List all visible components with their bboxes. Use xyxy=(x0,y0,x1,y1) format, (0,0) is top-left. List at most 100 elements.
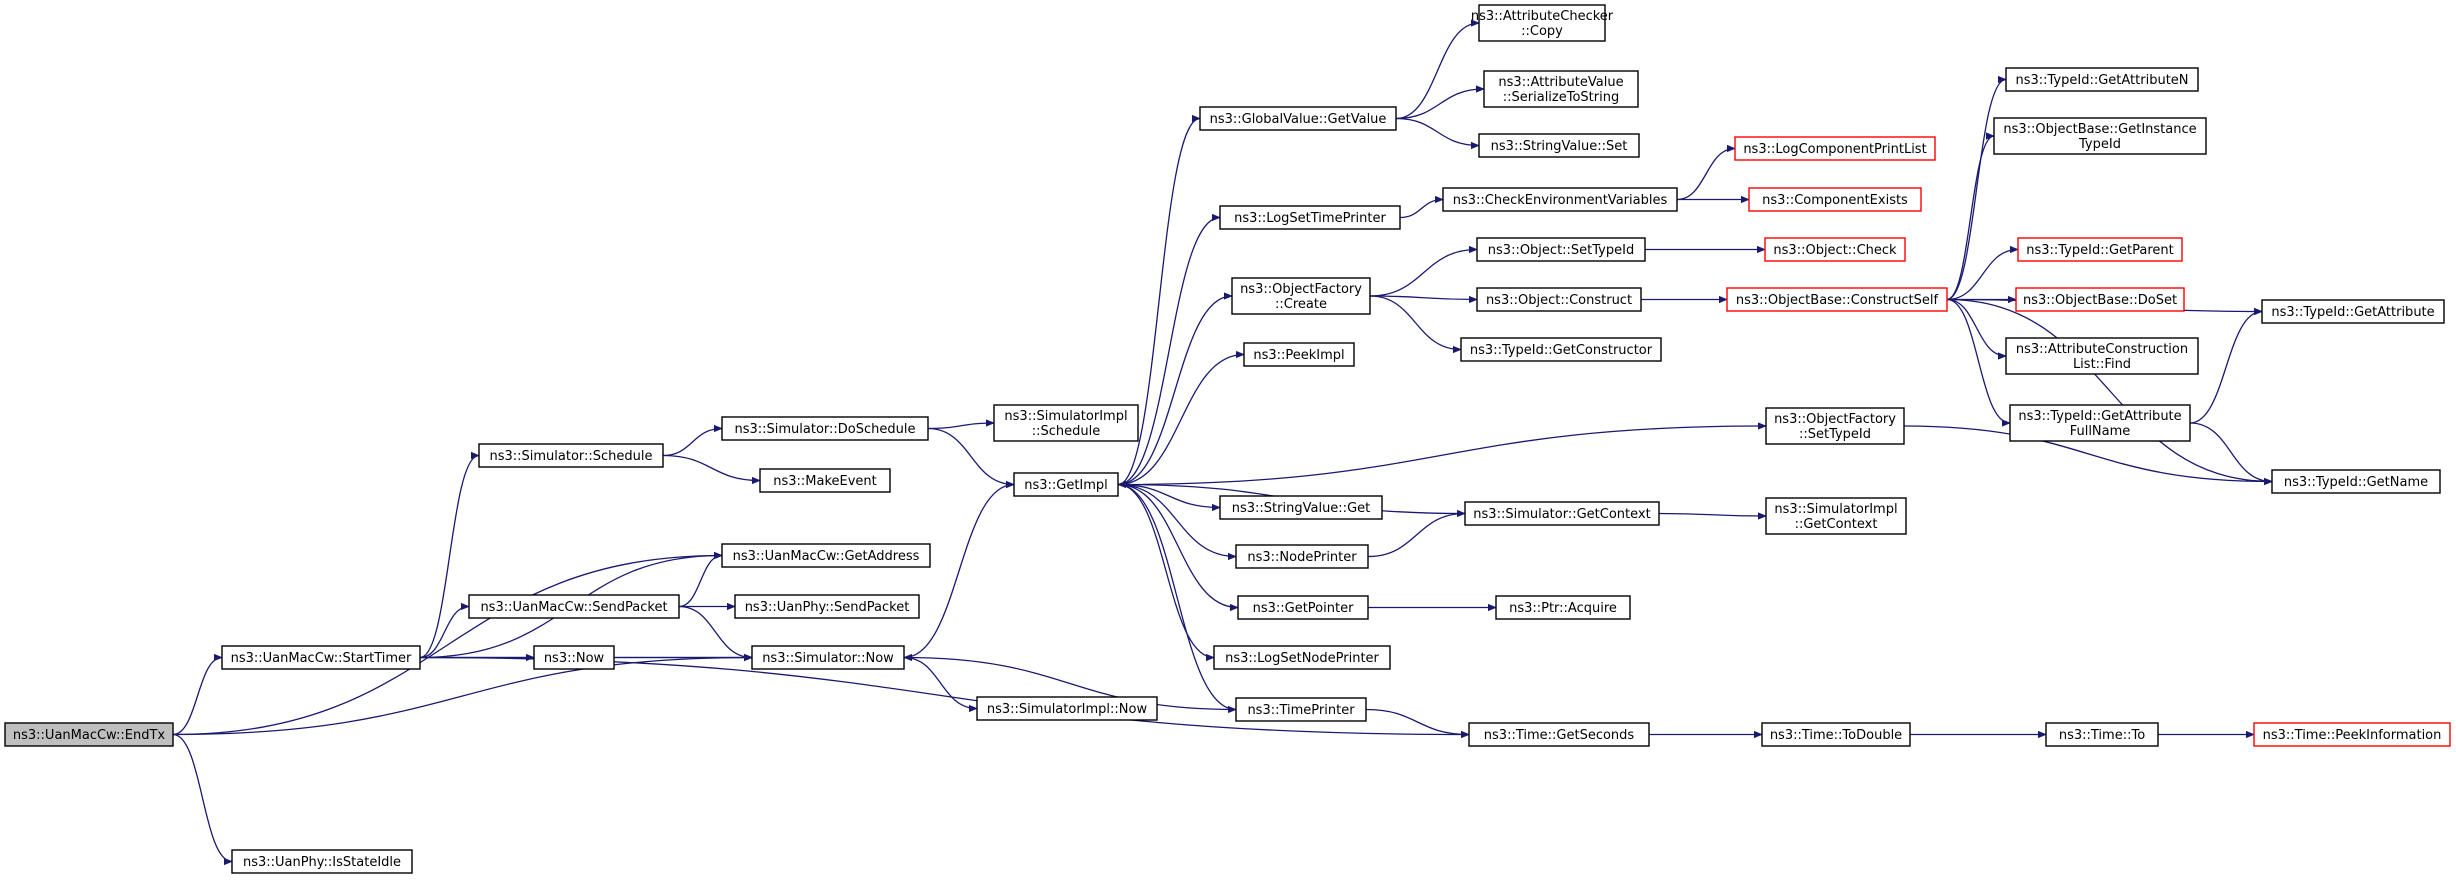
node-physendpacket[interactable]: ns3::UanPhy::SendPacket xyxy=(734,594,920,619)
node-box xyxy=(1219,495,1383,520)
node-label: ns3::Simulator::GetContext xyxy=(1473,507,1650,522)
node-makeevent[interactable]: ns3::MakeEvent xyxy=(759,468,891,493)
edge-starttimer-to-schedule xyxy=(419,451,480,659)
node-typeidgetattrn[interactable]: ns3::TypeId::GetAttributeN xyxy=(2005,67,2199,92)
edge-arrow xyxy=(1395,85,1485,120)
node-box xyxy=(1468,722,1650,747)
edge-sendpacket-to-simnow xyxy=(678,605,753,662)
node-label: ns3::SimulatorImpl xyxy=(1004,409,1127,424)
node-compexists[interactable]: ns3::ComponentExists xyxy=(1748,187,1922,212)
node-schedule[interactable]: ns3::Simulator::Schedule xyxy=(478,443,664,468)
node-simimplnow[interactable]: ns3::SimulatorImpl::Now xyxy=(976,696,1158,721)
node-label: ::GetContext xyxy=(1795,517,1878,532)
node-simnow[interactable]: ns3::Simulator::Now xyxy=(751,645,905,670)
node-label: List::Find xyxy=(2073,357,2131,372)
node-checkenv[interactable]: ns3::CheckEnvironmentVariables xyxy=(1442,187,1678,212)
node-stringget[interactable]: ns3::StringValue::Get xyxy=(1219,495,1383,520)
node-getaddress[interactable]: ns3::UanMacCw::GetAddress xyxy=(721,543,931,568)
edge-arrow xyxy=(1369,295,1462,354)
edge-arrow xyxy=(1117,483,1239,612)
node-label: ns3::TypeId::GetAttribute xyxy=(2018,409,2181,424)
node-box xyxy=(1765,497,1907,535)
edge-nodeprinter-to-simgetcontext xyxy=(1367,509,1466,558)
node-getpointer[interactable]: ns3::GetPointer xyxy=(1237,595,1369,620)
node-getimpl[interactable]: ns3::GetImpl xyxy=(1013,472,1119,497)
node-ptracquire[interactable]: ns3::Ptr::Acquire xyxy=(1495,595,1631,620)
node-simimplgetctx[interactable]: ns3::SimulatorImpl::GetContext xyxy=(1765,497,1907,535)
node-simgetcontext[interactable]: ns3::Simulator::GetContext xyxy=(1464,501,1660,526)
edge-arrow xyxy=(1117,483,1237,714)
node-box xyxy=(1748,187,1922,212)
node-label: ns3::TypeId::GetName xyxy=(2284,475,2428,490)
node-attrcheckcopy[interactable]: ns3::AttributeChecker::Copy xyxy=(1471,4,1614,42)
node-box xyxy=(1219,205,1401,230)
edge-arrow xyxy=(1395,19,1480,120)
edge-getimpl-to-globalvalue xyxy=(1117,114,1201,486)
edge-getimpl-to-getpointer xyxy=(1117,483,1239,612)
node-objbasedoset[interactable]: ns3::ObjectBase::DoSet xyxy=(2015,287,2185,312)
node-starttimer[interactable]: ns3::UanMacCw::StartTimer xyxy=(221,645,421,670)
node-label: ns3::GlobalValue::GetValue xyxy=(1210,112,1387,127)
edge-constructself-to-objbasegetinst xyxy=(1946,132,1995,301)
node-objconstruct[interactable]: ns3::Object::Construct xyxy=(1476,287,1642,312)
node-box xyxy=(2009,404,2191,442)
node-constructself[interactable]: ns3::ObjectBase::ConstructSelf xyxy=(1726,287,1948,312)
node-box xyxy=(1476,237,1646,262)
node-doschedule[interactable]: ns3::Simulator::DoSchedule xyxy=(721,416,929,441)
edge-arrow xyxy=(1369,295,1478,304)
edge-arrow xyxy=(419,451,480,659)
node-label: ns3::ComponentExists xyxy=(1762,193,1908,208)
node-endtx[interactable]: ns3::UanMacCw::EndTx xyxy=(4,722,174,747)
node-globalvalue[interactable]: ns3::GlobalValue::GetValue xyxy=(1199,106,1397,131)
node-box xyxy=(976,696,1158,721)
node-timetodouble[interactable]: ns3::Time::ToDouble xyxy=(1761,722,1911,747)
edge-arrow xyxy=(1369,245,1478,297)
node-typeidgetctor[interactable]: ns3::TypeId::GetConstructor xyxy=(1460,337,1662,362)
node-logcompprint[interactable]: ns3::LogComponentPrintList xyxy=(1734,136,1936,161)
node-typeidgetname[interactable]: ns3::TypeId::GetName xyxy=(2271,469,2441,494)
edge-arrow xyxy=(1399,195,1444,219)
edge-getimpl-to-logsetnode xyxy=(1117,483,1215,662)
edge-arrow xyxy=(1117,292,1233,486)
edge-arrow xyxy=(2189,307,2263,424)
node-timeto[interactable]: ns3::Time::To xyxy=(2045,722,2159,747)
node-label: ns3::TypeId::GetAttribute xyxy=(2271,305,2434,320)
node-label: ns3::StringValue::Set xyxy=(1491,139,1628,154)
node-simimplschedule[interactable]: ns3::SimulatorImpl::Schedule xyxy=(993,404,1139,442)
node-timeprinter[interactable]: ns3::TimePrinter xyxy=(1235,697,1367,722)
node-isstateidle[interactable]: ns3::UanPhy::IsStateIdle xyxy=(231,849,413,874)
node-timegetseconds[interactable]: ns3::Time::GetSeconds xyxy=(1468,722,1650,747)
node-logsetnode[interactable]: ns3::LogSetNodePrinter xyxy=(1213,645,1391,670)
node-objfactcreate[interactable]: ns3::ObjectFactory::Create xyxy=(1231,277,1371,315)
node-stringset[interactable]: ns3::StringValue::Set xyxy=(1478,133,1640,158)
node-timepeekinfo[interactable]: ns3::Time::PeekInformation xyxy=(2253,722,2451,747)
edge-arrow xyxy=(927,419,995,430)
node-label: ::Schedule xyxy=(1032,424,1101,439)
node-objcheck[interactable]: ns3::Object::Check xyxy=(1764,237,1906,262)
node-objfactsettypeid[interactable]: ns3::ObjectFactory::SetTypeId xyxy=(1765,407,1905,445)
edge-arrow xyxy=(1946,132,1995,301)
edge-endtx-to-isstateidle xyxy=(172,733,233,866)
node-typeidgetattr[interactable]: ns3::TypeId::GetAttribute xyxy=(2261,299,2445,324)
node-label: ns3::UanMacCw::EndTx xyxy=(13,728,165,743)
node-label: ns3::Now xyxy=(544,651,605,666)
edge-arrow xyxy=(1903,425,2273,486)
node-now[interactable]: ns3::Now xyxy=(533,645,615,670)
edge-arrow xyxy=(172,551,723,736)
node-nodeprinter[interactable]: ns3::NodePrinter xyxy=(1235,544,1369,569)
node-sendpacket[interactable]: ns3::UanMacCw::SendPacket xyxy=(468,594,680,619)
node-peekimpl[interactable]: ns3::PeekImpl xyxy=(1243,342,1355,367)
node-logsettime[interactable]: ns3::LogSetTimePrinter xyxy=(1219,205,1401,230)
edge-constructself-to-attrconstrfind xyxy=(1946,298,2007,360)
edge-sendpacket-to-getaddress xyxy=(678,551,723,608)
edge-endtx-to-simnow xyxy=(172,653,753,736)
node-objsettypeid[interactable]: ns3::Object::SetTypeId xyxy=(1476,237,1646,262)
edge-getimpl-to-stringget xyxy=(1117,483,1221,512)
node-attrvalser[interactable]: ns3::AttributeValue::SerializeToString xyxy=(1483,70,1639,108)
node-typeidgetparent[interactable]: ns3::TypeId::GetParent xyxy=(2017,237,2183,262)
edge-arrow xyxy=(172,653,223,736)
node-box xyxy=(1243,342,1355,367)
